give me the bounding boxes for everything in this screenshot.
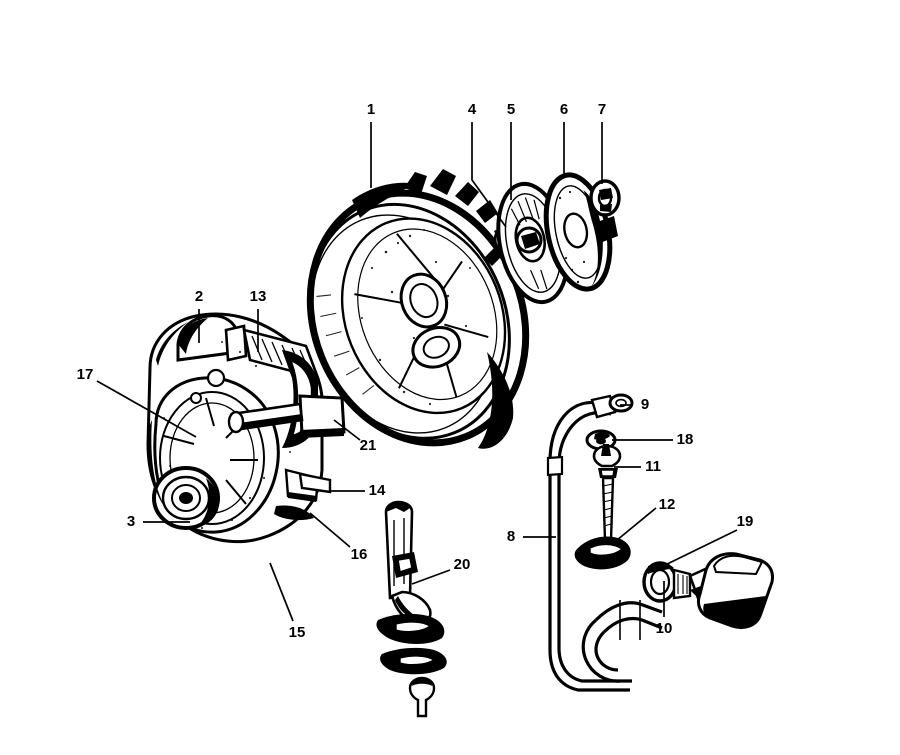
part-terminal-screw bbox=[592, 444, 622, 542]
callout-label-11: 11 bbox=[645, 458, 661, 475]
callout-label-15: 15 bbox=[289, 624, 306, 641]
callout-label-2: 2 bbox=[195, 288, 203, 305]
callout-label-4: 4 bbox=[468, 101, 477, 118]
part-cable-harness bbox=[546, 393, 663, 692]
callout-label-13: 13 bbox=[250, 288, 267, 305]
callout-label-3: 3 bbox=[127, 513, 135, 530]
fan-blades bbox=[404, 169, 514, 244]
callout-label-20: 20 bbox=[454, 556, 471, 573]
callout-label-9: 9 bbox=[641, 396, 649, 413]
rotor-shaft bbox=[227, 402, 304, 434]
callout-label-12: 12 bbox=[659, 496, 676, 513]
callout-label-19: 19 bbox=[737, 513, 754, 530]
callout-label-18: 18 bbox=[677, 431, 694, 448]
callout-label-17: 17 bbox=[77, 366, 94, 383]
callout-label-21: 21 bbox=[360, 437, 377, 454]
leader-line-19 bbox=[658, 529, 738, 569]
leader-line-16 bbox=[309, 512, 351, 548]
callout-label-14: 14 bbox=[369, 482, 386, 499]
callout-label-7: 7 bbox=[598, 101, 606, 118]
callout-layer: 1 2 3 4 5 6 7 8 9 10 11 12 13 14 15 16 1… bbox=[77, 101, 754, 641]
leader-line-4 bbox=[471, 122, 507, 228]
callout-label-8: 8 bbox=[507, 528, 515, 545]
leader-line-15 bbox=[269, 562, 294, 622]
leader-line-20 bbox=[411, 569, 451, 585]
part-regulator-block bbox=[688, 552, 774, 630]
part-insulating-washer bbox=[574, 536, 631, 570]
callout-label-5: 5 bbox=[507, 101, 515, 118]
part-connector-gland-nut bbox=[642, 561, 692, 603]
part-adjusting-strap-bracket bbox=[376, 500, 447, 718]
callout-label-10: 10 bbox=[656, 620, 673, 637]
callout-label-1: 1 bbox=[367, 101, 375, 118]
callout-label-6: 6 bbox=[560, 101, 568, 118]
leader-line-21 bbox=[333, 419, 361, 441]
part-fan-housing-flywheel bbox=[306, 169, 530, 449]
callout-label-16: 16 bbox=[351, 546, 368, 563]
leader-line-12 bbox=[610, 507, 657, 546]
part-alternator-assembly bbox=[146, 312, 346, 543]
part-cable-eyelet-terminal bbox=[608, 393, 634, 413]
part-shaft-nut bbox=[589, 179, 621, 243]
leader-line-17 bbox=[96, 380, 197, 438]
